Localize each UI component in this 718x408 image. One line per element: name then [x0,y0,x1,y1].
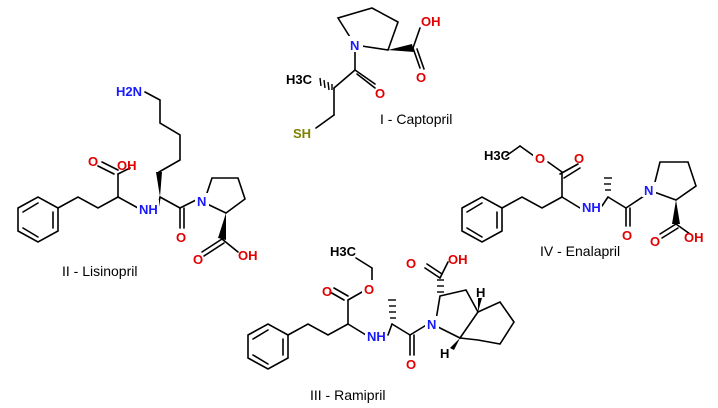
lisinopril-n: N [197,194,206,209]
captopril-name: I - Captopril [380,111,452,127]
ramipril-name: III - Ramipril [310,387,385,403]
ramipril-hash-bond [388,299,396,319]
lisinopril-nh: NH [139,202,158,217]
ramipril-hash-cooh [437,279,444,293]
lisinopril-o3: O [193,252,203,267]
lisinopril-nh2: H2N [116,84,142,99]
enalapril-nh: NH [582,200,601,215]
enalapril-name: IV - Enalapril [540,243,620,259]
ramipril-h-bottom: H [440,346,449,361]
ramipril-o-amide: O [406,357,416,372]
captopril-o-carbonyl: O [375,86,385,101]
captopril-hash-bond [319,77,333,91]
ramipril-o-ester: O [364,282,374,297]
ramipril-h-top: H [476,285,485,300]
enalapril-o-ester: O [535,151,545,166]
ramipril-structure: H3C O O O OH NH N O H H III - Ramipril [247,244,515,403]
enalapril-n: N [644,183,653,198]
captopril-o-carboxyl: O [416,70,426,85]
lisinopril-oh2: OH [238,248,258,263]
enalapril-structure: H3C O O NH N O O OH IV - Enalapril [461,145,704,259]
ramipril-ch3: H3C [330,244,357,259]
enalapril-ch3: H3C [484,148,511,163]
ramipril-nh: NH [367,329,386,344]
enalapril-o-carbonyl: O [574,151,584,166]
ramipril-oh: OH [448,252,468,267]
lisinopril-o2: O [176,230,186,245]
captopril-ch3: H3C [286,72,313,87]
enalapril-o-amide: O [622,228,632,243]
ramipril-o-acid: O [406,256,416,271]
lisinopril-name: II - Lisinopril [62,263,137,279]
enalapril-o-acid: O [650,234,660,249]
captopril-sh: SH [293,126,311,141]
captopril-oh-atom: OH [421,14,441,29]
lisinopril-structure: H2N O OH NH N O O OH II - Lisinopril [17,84,258,279]
enalapril-oh: OH [684,230,704,245]
captopril-n-atom: N [350,38,359,53]
captopril-structure: N OH O O H3C SH I - Captopril [286,7,452,141]
ramipril-n: N [427,317,436,332]
lisinopril-o1: O [88,154,98,169]
ramipril-o-carbonyl: O [322,284,332,299]
enalapril-hash-bond [604,177,612,191]
lisinopril-oh1: OH [117,158,137,173]
